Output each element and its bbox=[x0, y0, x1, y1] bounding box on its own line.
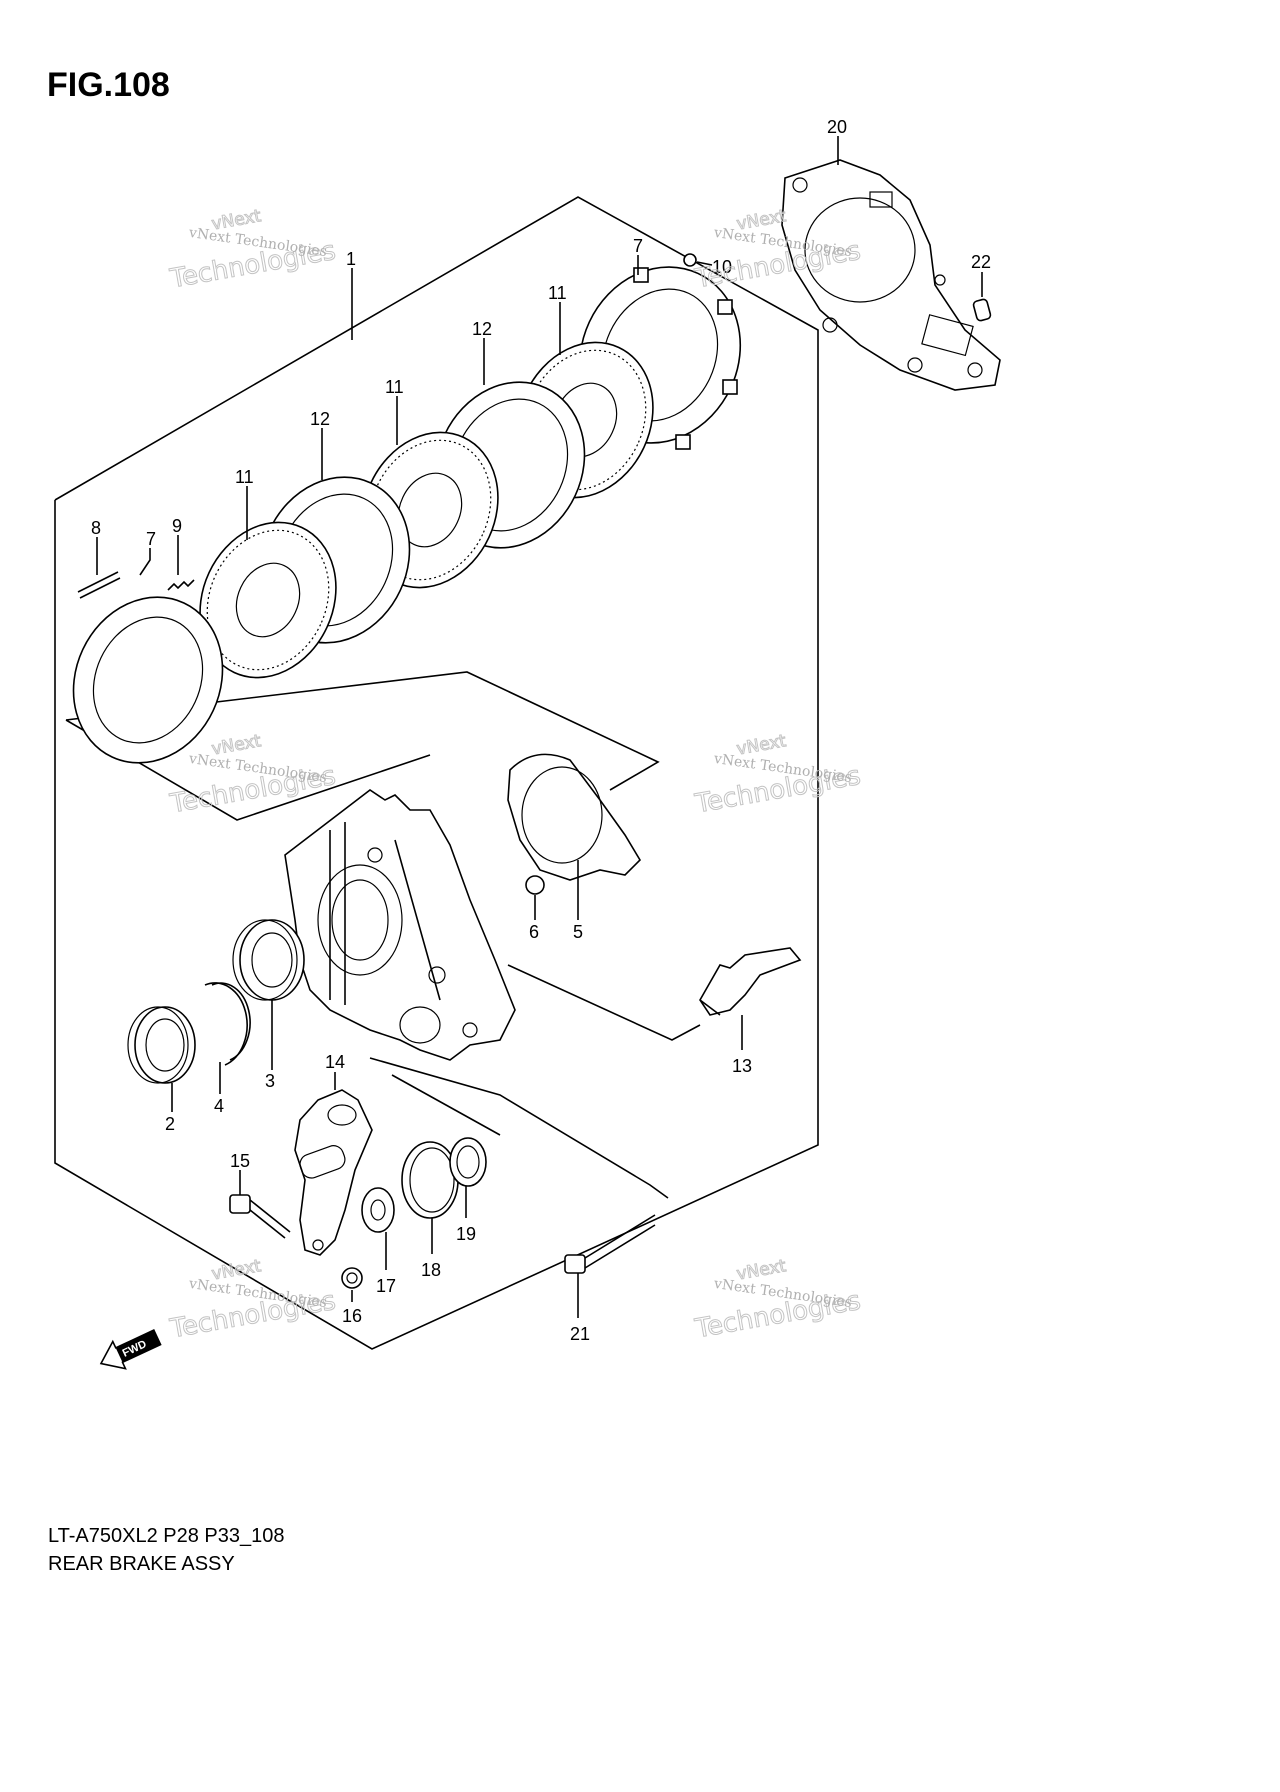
callout-19: 19 bbox=[456, 1224, 476, 1244]
callout-13: 13 bbox=[732, 1056, 752, 1076]
part-14-lever-arm bbox=[294, 1089, 373, 1256]
callout-12-left: 12 bbox=[310, 409, 330, 429]
assembly-name: REAR BRAKE ASSY bbox=[48, 1553, 235, 1575]
callout-8: 8 bbox=[91, 518, 101, 538]
callout-16: 16 bbox=[342, 1306, 362, 1326]
callout-9: 9 bbox=[172, 516, 182, 536]
part-15-bolt bbox=[229, 1194, 291, 1239]
callout-15: 15 bbox=[230, 1151, 250, 1171]
callout-numbers: 1 2 3 4 5 6 7 7 8 9 10 11 11 11 12 12 13… bbox=[91, 117, 991, 1344]
callout-4: 4 bbox=[214, 1096, 224, 1116]
model-code: LT-A750XL2 P28 P33_108 bbox=[48, 1525, 285, 1547]
part-2-seal bbox=[127, 1006, 196, 1084]
part-3-bearing bbox=[232, 919, 305, 1001]
callout-7-top: 7 bbox=[633, 236, 643, 256]
callout-10: 10 bbox=[712, 257, 732, 277]
callout-3: 3 bbox=[265, 1071, 275, 1091]
part-20-gasket bbox=[781, 159, 1001, 391]
callout-21: 21 bbox=[570, 1324, 590, 1344]
part-10-nut bbox=[683, 253, 713, 267]
part-13-shaft bbox=[699, 947, 802, 1016]
callout-11-middle: 11 bbox=[385, 377, 404, 397]
part-18-spring-ring bbox=[401, 1141, 459, 1219]
fwd-arrow-icon: FWD bbox=[99, 1329, 162, 1370]
brake-housing bbox=[284, 789, 516, 1061]
leader-lines bbox=[96, 136, 983, 1318]
part-17-washer bbox=[361, 1187, 395, 1233]
part-21-long-bolt bbox=[564, 1214, 656, 1274]
part-16-nut bbox=[341, 1267, 363, 1289]
assembly-boundary bbox=[54, 196, 819, 1350]
callout-5: 5 bbox=[573, 922, 583, 942]
part-11-friction-disc-3 bbox=[199, 521, 337, 679]
callout-2: 2 bbox=[165, 1114, 175, 1134]
part-9-spring bbox=[167, 579, 195, 591]
callout-11-left: 11 bbox=[235, 467, 254, 487]
callout-17: 17 bbox=[376, 1276, 396, 1296]
part-4-circlip bbox=[204, 982, 251, 1066]
callout-1: 1 bbox=[346, 249, 356, 269]
callout-22: 22 bbox=[971, 252, 991, 272]
part-7-toothed-plate-bottom bbox=[72, 596, 224, 764]
callout-11-right: 11 bbox=[548, 283, 567, 303]
callout-20: 20 bbox=[827, 117, 847, 137]
callout-7-bottom: 7 bbox=[146, 529, 156, 549]
callout-6: 6 bbox=[529, 922, 539, 942]
figure-title: FIG.108 bbox=[47, 66, 170, 104]
callout-12-right: 12 bbox=[472, 319, 492, 339]
part-6-ball bbox=[525, 875, 545, 895]
part-5-cover-plate bbox=[507, 753, 642, 881]
part-8-pin bbox=[77, 571, 121, 599]
part-19-seal-ring bbox=[449, 1137, 487, 1187]
part-22-dowel bbox=[972, 298, 992, 322]
callout-18: 18 bbox=[421, 1260, 441, 1280]
callout-14: 14 bbox=[325, 1052, 345, 1072]
